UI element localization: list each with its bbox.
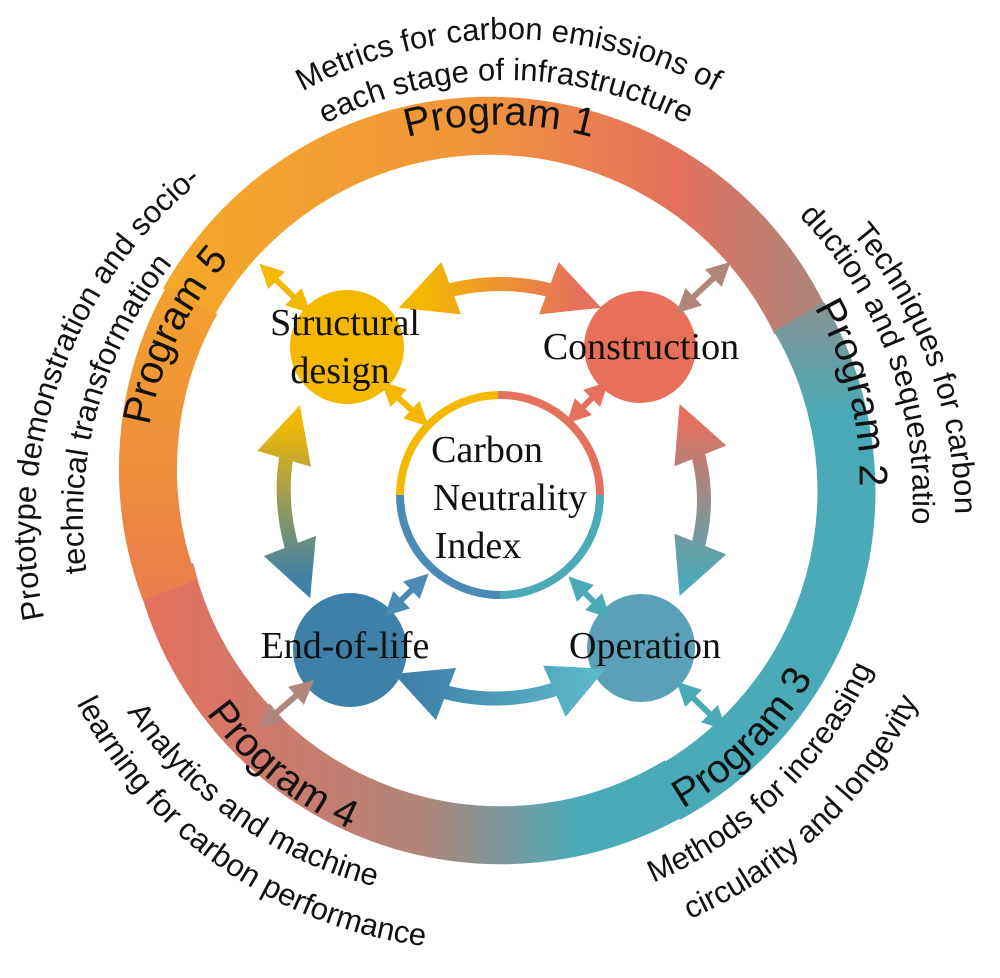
operation-label: Operation: [569, 625, 721, 667]
arrow-construction-center: [566, 381, 609, 424]
arrow-structural-ring: [259, 263, 311, 314]
center-line-3: Index: [435, 525, 522, 567]
arrow-endoflife-center: [384, 573, 429, 617]
arrow-structural-construction: [398, 261, 602, 315]
program-3-description-line-2: circularity and longevity: [678, 688, 925, 926]
structural-design-label-line-1: Structural: [270, 302, 420, 344]
arrow-construction-ring: [676, 261, 731, 314]
arrow-structural-endoflife: [257, 405, 316, 599]
arrow-endoflife-ring: [258, 680, 315, 728]
arrow-operation-center: [568, 576, 611, 619]
end-of-life-node: [293, 593, 407, 707]
structural-design-label-line-2: design: [290, 350, 389, 392]
program-3-label: Program 3: [664, 660, 820, 817]
end-of-life-label: End-of-life: [261, 625, 430, 667]
arrow-construction-operation: [674, 403, 727, 597]
construction-node: [584, 291, 696, 403]
center-line-1: Carbon: [431, 429, 543, 471]
arrow-endoflife-operation: [393, 665, 606, 721]
construction-label: Construction: [543, 326, 739, 368]
arrow-operation-ring: [676, 681, 727, 731]
structural-design-node: [290, 290, 404, 404]
center-line-2: Neutrality: [433, 477, 587, 519]
arrow-structural-center: [381, 381, 429, 427]
outer-ring: [118, 96, 876, 865]
operation-node: [587, 594, 695, 702]
